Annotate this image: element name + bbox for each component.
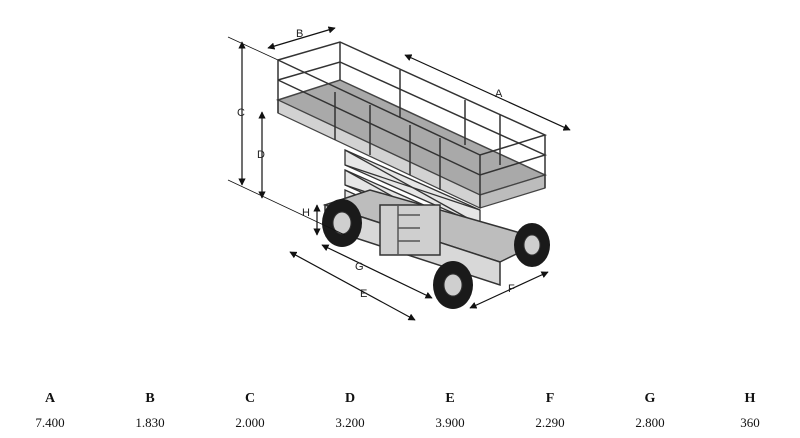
dim-label-f: F (508, 283, 515, 295)
dimension-value: 2.000 (235, 415, 265, 430)
dimension-value: 360 (740, 415, 760, 430)
dimension-header: B (145, 391, 155, 406)
dimension-column-g: G 2.800 (620, 390, 680, 432)
wheels (322, 199, 550, 309)
dimension-header: G (644, 391, 656, 406)
wheel-front-right (433, 261, 473, 309)
dimension-column-b: B 1.830 (120, 390, 180, 432)
dimension-value: 3.200 (335, 415, 365, 430)
wheel-rear-right (514, 223, 550, 267)
dimension-column-d: D 3.200 (320, 390, 380, 432)
dimension-lines (227, 26, 571, 321)
dimension-table: A 7.400 B 1.830 C 2.000 D 3.200 E 3.900 … (0, 390, 800, 438)
dimension-header: D (344, 391, 356, 406)
dim-label-b: B (296, 28, 303, 40)
dim-label-a: A (495, 88, 503, 100)
dimension-value: 1.830 (135, 415, 165, 430)
dim-label-e: E (360, 288, 367, 300)
dimension-value: 2.290 (535, 415, 565, 430)
dimension-header: A (44, 391, 56, 406)
dimension-column-e: E 3.900 (420, 390, 480, 432)
dimension-value: 3.900 (435, 415, 465, 430)
dimension-column-a: A 7.400 (20, 390, 80, 432)
dimension-column-c: C 2.000 (220, 390, 280, 432)
dimension-header: E (445, 391, 455, 406)
wheel-front-left (322, 199, 362, 247)
dimension-value: 2.800 (635, 415, 665, 430)
dimension-header: F (545, 391, 555, 406)
dimension-column-f: F 2.290 (520, 390, 580, 432)
dim-label-h: H (302, 207, 310, 219)
dimension-column-h: H 360 (720, 390, 780, 432)
platform-deck (275, 79, 548, 209)
scissor-lift-diagram: A B C D E F G H (227, 26, 571, 321)
dimension-header: C (244, 391, 256, 406)
dim-label-g: G (355, 261, 364, 273)
dim-label-d: D (257, 149, 265, 161)
dimension-value: 7.400 (35, 415, 65, 430)
dimension-header: H (744, 391, 756, 406)
dim-label-c: C (237, 107, 245, 119)
